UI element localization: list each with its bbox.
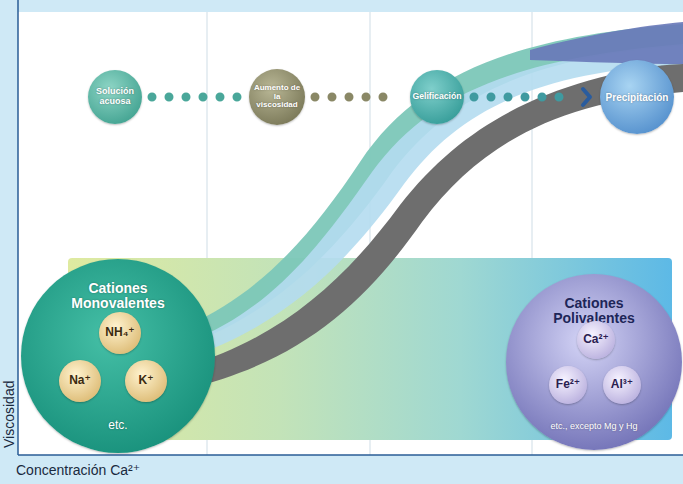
dotted-connector <box>152 97 239 98</box>
axis-title: Viscosidad <box>1 381 17 448</box>
viscosity-curve <box>530 22 683 64</box>
y-axis <box>17 0 19 455</box>
state-circle: Solución acuosa <box>88 70 142 124</box>
ion-circle: Fe²⁺ <box>549 366 587 404</box>
state-circle: Aumento de la viscosidad <box>249 69 305 125</box>
node-note: etc., excepto Mg y Hg <box>519 422 669 432</box>
node-label: Aumento de la viscosidad <box>253 84 301 110</box>
ion-circle: Al³⁺ <box>603 366 641 404</box>
node-label: Na⁺ <box>60 374 100 387</box>
node-label: Al³⁺ <box>604 378 640 391</box>
dotted-connector <box>315 97 400 98</box>
node-label: Fe²⁺ <box>550 378 586 391</box>
bottom-strip <box>0 455 683 484</box>
node-note: etc. <box>78 419 158 432</box>
state-circle: Gelificación <box>410 70 464 124</box>
node-label: Ca²⁺ <box>578 333 614 346</box>
dotted-connector <box>474 89 590 105</box>
axis-title: Concentración Ca²⁺ <box>16 462 140 478</box>
cation-group-circle: Cationes Monovalentes etc. NH₄⁺ Na⁺ K⁺ <box>21 259 215 453</box>
ion-circle: K⁺ <box>125 360 167 402</box>
node-label: Cationes Monovalentes <box>43 281 193 312</box>
left-strip <box>0 0 18 484</box>
ion-circle: Na⁺ <box>59 360 101 402</box>
ion-circle: NH₄⁺ <box>99 312 141 354</box>
x-axis <box>18 454 683 456</box>
ion-circle: Ca²⁺ <box>577 321 615 359</box>
node-label: Solución acuosa <box>92 87 138 107</box>
cation-group-circle: Cationes Polivalentesetc., excepto Mg y … <box>506 274 682 450</box>
top-strip <box>0 0 683 12</box>
node-label: Precipitación <box>604 92 670 103</box>
node-label: Gelificación <box>412 92 462 102</box>
node-label: NH₄⁺ <box>100 326 140 339</box>
node-label: K⁺ <box>126 374 166 387</box>
state-circle: Precipitación <box>600 60 674 134</box>
